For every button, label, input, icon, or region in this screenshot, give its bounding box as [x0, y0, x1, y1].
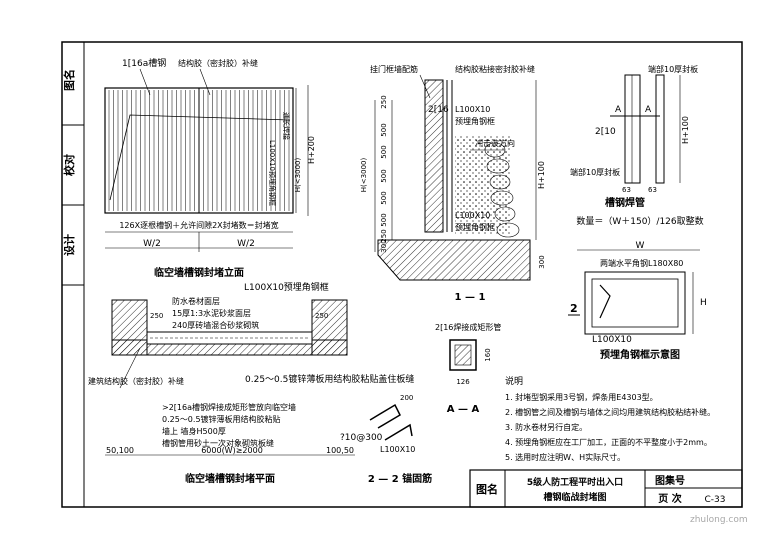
title-sheet-label: 图集号: [655, 474, 685, 487]
title-page-value: C-33: [705, 495, 726, 505]
title-name-line2: 槽钢临战封堵图: [543, 491, 606, 503]
pipe-title: 槽钢焊管: [605, 196, 645, 209]
aa-dim-w: 126: [456, 378, 470, 386]
elevation-half-right: W/2: [237, 239, 255, 249]
title-name-line1: 5级人防工程平时出入口: [527, 476, 623, 488]
frame-top-label: 两端水平角钢L180X80: [600, 258, 683, 268]
section11-dim-label: 500: [380, 213, 388, 226]
section-1-1: 挂门框墙配筋 结构胶粘接密封胶补缝 2[16 L100X10 预埋角钢框 冲击波…: [360, 64, 546, 303]
plan-dim-mid: 6000(W)≥2000: [201, 446, 263, 455]
section11-dim-label: 250: [380, 95, 388, 108]
pipe-channel-label: 2[10: [595, 127, 616, 137]
pipe-detail: 端部10厚封板 A A 2[10 端部10厚封板 63 63 H+100 槽钢焊…: [570, 64, 704, 227]
elevation-title: 临空墙槽钢封堵立面: [154, 266, 244, 279]
pipe-a-mark-right: A: [645, 105, 652, 115]
plan-layer1: 15厚1:3水泥砂浆面层: [172, 308, 251, 318]
section11-h-label: H(<3000): [360, 158, 368, 193]
frame-diagram: W 两端水平角钢L180X80 H 2 L100X10 预埋角钢框示意图: [568, 241, 707, 361]
section11-dim-label: 500: [380, 123, 388, 136]
note-item-2: 2. 槽钢管之间及槽钢与墙体之间均用建筑结构胶粘结补缝。: [505, 407, 715, 417]
section11-top-note: 挂门框墙配筋: [370, 64, 418, 74]
elevation-half-left: W/2: [143, 239, 161, 249]
plan-title: 临空墙槽钢封堵平面: [185, 472, 275, 485]
side-bottom-label: 设计: [62, 234, 76, 256]
plan-note2: 0.25～0.5镀锌薄板用结构胶粘贴: [162, 414, 281, 424]
anchor-dim-200: 200: [400, 394, 413, 402]
section11-angle2-label: L100X10: [455, 211, 490, 220]
plan-dim-right: 100,50: [326, 446, 354, 455]
aa-top-label: 2[16焊接成矩形管: [435, 322, 501, 332]
title-name-label: 图名: [476, 482, 498, 496]
section11-channel-label: 2[16: [428, 105, 449, 115]
elevation-sealant-label: 结构胶（密封胶）补缝: [178, 58, 258, 68]
frame-w-label: W: [636, 241, 645, 251]
anchor-angle-label: L100X10: [380, 445, 415, 454]
plan-dim-250a: 250: [150, 312, 163, 320]
plan-frame-label: L100X10预埋角钢框: [244, 281, 329, 293]
side-block: 图名 校对 设计: [61, 41, 85, 508]
section11-angle-label: L100X10: [455, 105, 490, 114]
section-a-a: 2[16焊接成矩形管 160 126 A — A: [435, 322, 501, 415]
note-item-1: 1. 封堵型钢采用3号钢，焊条用E4303型。: [505, 392, 658, 402]
plan-dim-250b: 250: [315, 312, 328, 320]
plan-note1: >2[16a槽钢焊接成矩形管放向临空墙: [162, 402, 296, 412]
note-item-4: 4. 预埋角钢框应在工厂加工，正面的不平整度小于2mm。: [505, 437, 712, 447]
plan-dim-left: 50,100: [106, 446, 134, 455]
section11-impact-label: 冲击波方向: [475, 138, 515, 148]
section11-dim-label: 500: [380, 169, 388, 182]
channel-lines: [108, 90, 290, 211]
section11-dim-label: 300: [380, 239, 388, 252]
watermark-text: zhulong.com: [690, 515, 748, 525]
plan-gap-label: 0.25～0.5镀锌薄板用结构胶粘贴盖住板缝: [245, 373, 414, 385]
side-top-label: 图名: [62, 69, 76, 91]
section11-dim-300r: 300: [538, 255, 546, 268]
anchor-detail: 200 ?10@300 L100X10 2 — 2 锚固筋: [340, 394, 432, 485]
section11-dim-label: 500: [380, 191, 388, 204]
section11-frame2-label: 预埋角钢框: [455, 222, 495, 232]
plan-sealant-label: 建筑结构胶（密封胶）补缝: [88, 376, 184, 386]
frame-title: 预埋角钢框示意图: [600, 348, 680, 361]
pipe-qty-formula: 数量＝（W＋150）/126取整数: [576, 215, 703, 227]
elevation-dim-bottom: 126X逐根槽钢＋允许间隙2X封堵数＝封堵宽: [119, 220, 278, 230]
elevation-view: 1[16a槽钢 结构胶（密封胶）补缝 通长焊接 L100X10预埋角钢框 H(<…: [104, 57, 316, 279]
frame-corner-label: L100X10: [592, 335, 632, 345]
plan-view: L100X10预埋角钢框 防水卷材面层 15厚1:3水泥砂浆面层 240厚砖墙混…: [88, 281, 414, 485]
aa-dim-h: 160: [484, 348, 492, 361]
section11-dim-label: 500: [380, 145, 388, 158]
section11-frame-label: 预埋角钢框: [455, 116, 495, 126]
section11-dim-label: 250: [380, 229, 388, 242]
note-item-5: 5. 选用时应注明W、H实际尺寸。: [505, 452, 625, 462]
elevation-channel-label: 1[16a槽钢: [122, 57, 166, 69]
notes-heading: 说明: [505, 375, 523, 387]
pipe-dim-63a: 63: [622, 186, 631, 194]
anchor-bar-label: ?10@300: [340, 433, 383, 443]
pipe-top-plate: 端部10厚封板: [648, 64, 698, 74]
side-mid-label: 校对: [62, 154, 76, 176]
anchor-title: 2 — 2 锚固筋: [368, 472, 432, 485]
section11-title: 1 — 1: [455, 292, 486, 303]
pipe-dim-63b: 63: [648, 186, 657, 194]
pipe-a-mark-left: A: [615, 105, 622, 115]
plan-layers-title: 防水卷材面层: [172, 296, 220, 306]
section11-sealant-note: 结构胶粘接密封胶补缝: [455, 64, 535, 74]
aa-title: A — A: [447, 404, 480, 415]
frame-h-label: H: [700, 298, 707, 308]
elevation-weld-label: L100X10预埋角钢框: [268, 140, 277, 206]
plan-layer2: 240厚砖墙混合砂浆砌筑: [172, 320, 259, 330]
notes-block: 说明 1. 封堵型钢采用3号钢，焊条用E4303型。 2. 槽钢管之间及槽钢与墙…: [505, 375, 715, 462]
pipe-h100-label: H+100: [681, 116, 690, 144]
section11-h100-label: H+100: [537, 161, 546, 189]
note-item-3: 3. 防水卷材另行自定。: [505, 422, 587, 432]
elevation-h200-label: H+200: [307, 136, 316, 164]
frame-mark: 2: [570, 302, 578, 315]
elevation-top-label: 通长焊接: [282, 112, 291, 140]
plan-note4: 槽钢管用砂土一次对象砌筑板缝: [162, 438, 274, 448]
pipe-side-plate: 端部10厚封板: [570, 167, 620, 177]
elevation-h-label: H(<3000): [294, 158, 302, 193]
title-block: 图名 5级人防工程平时出入口 槽钢临战封堵图 图集号 页 次 C-33: [469, 469, 743, 508]
plan-note3: 墙上 墙身H500厚: [162, 426, 226, 436]
title-page-label: 页 次: [658, 492, 681, 505]
